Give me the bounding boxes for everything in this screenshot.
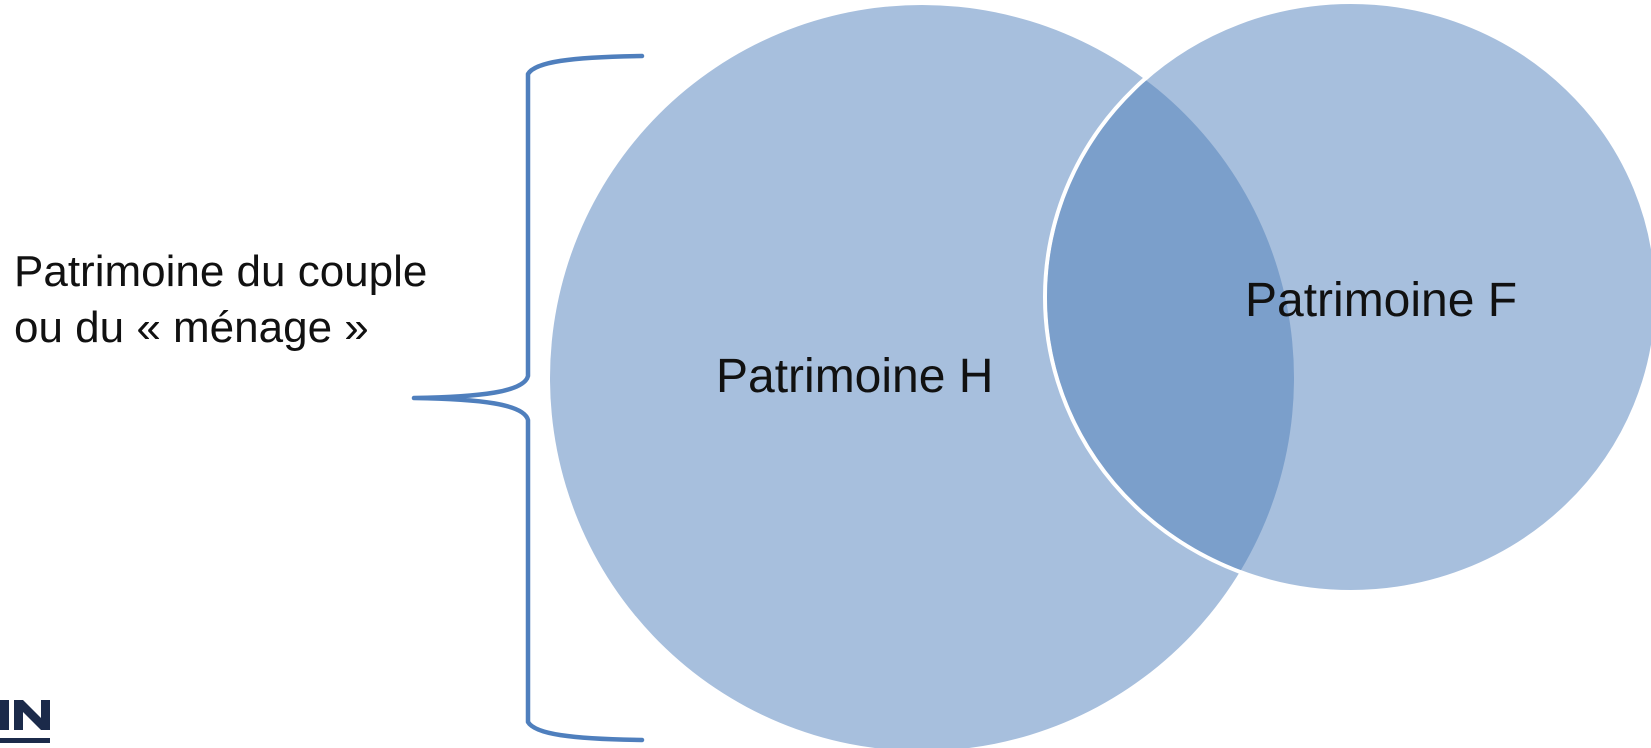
logo-icon <box>0 694 54 748</box>
couple-patrimony-label-line1: Patrimoine du couple <box>14 247 428 296</box>
curly-brace <box>411 53 645 743</box>
intersection-region <box>1047 5 1294 590</box>
circle-f-label: Patrimoine F <box>1245 274 1517 327</box>
couple-patrimony-label: Patrimoine du couple ou du « ménage » <box>14 244 484 356</box>
couple-patrimony-label-line2: ou du « ménage » <box>14 303 369 352</box>
circle-h-label: Patrimoine H <box>716 350 993 403</box>
